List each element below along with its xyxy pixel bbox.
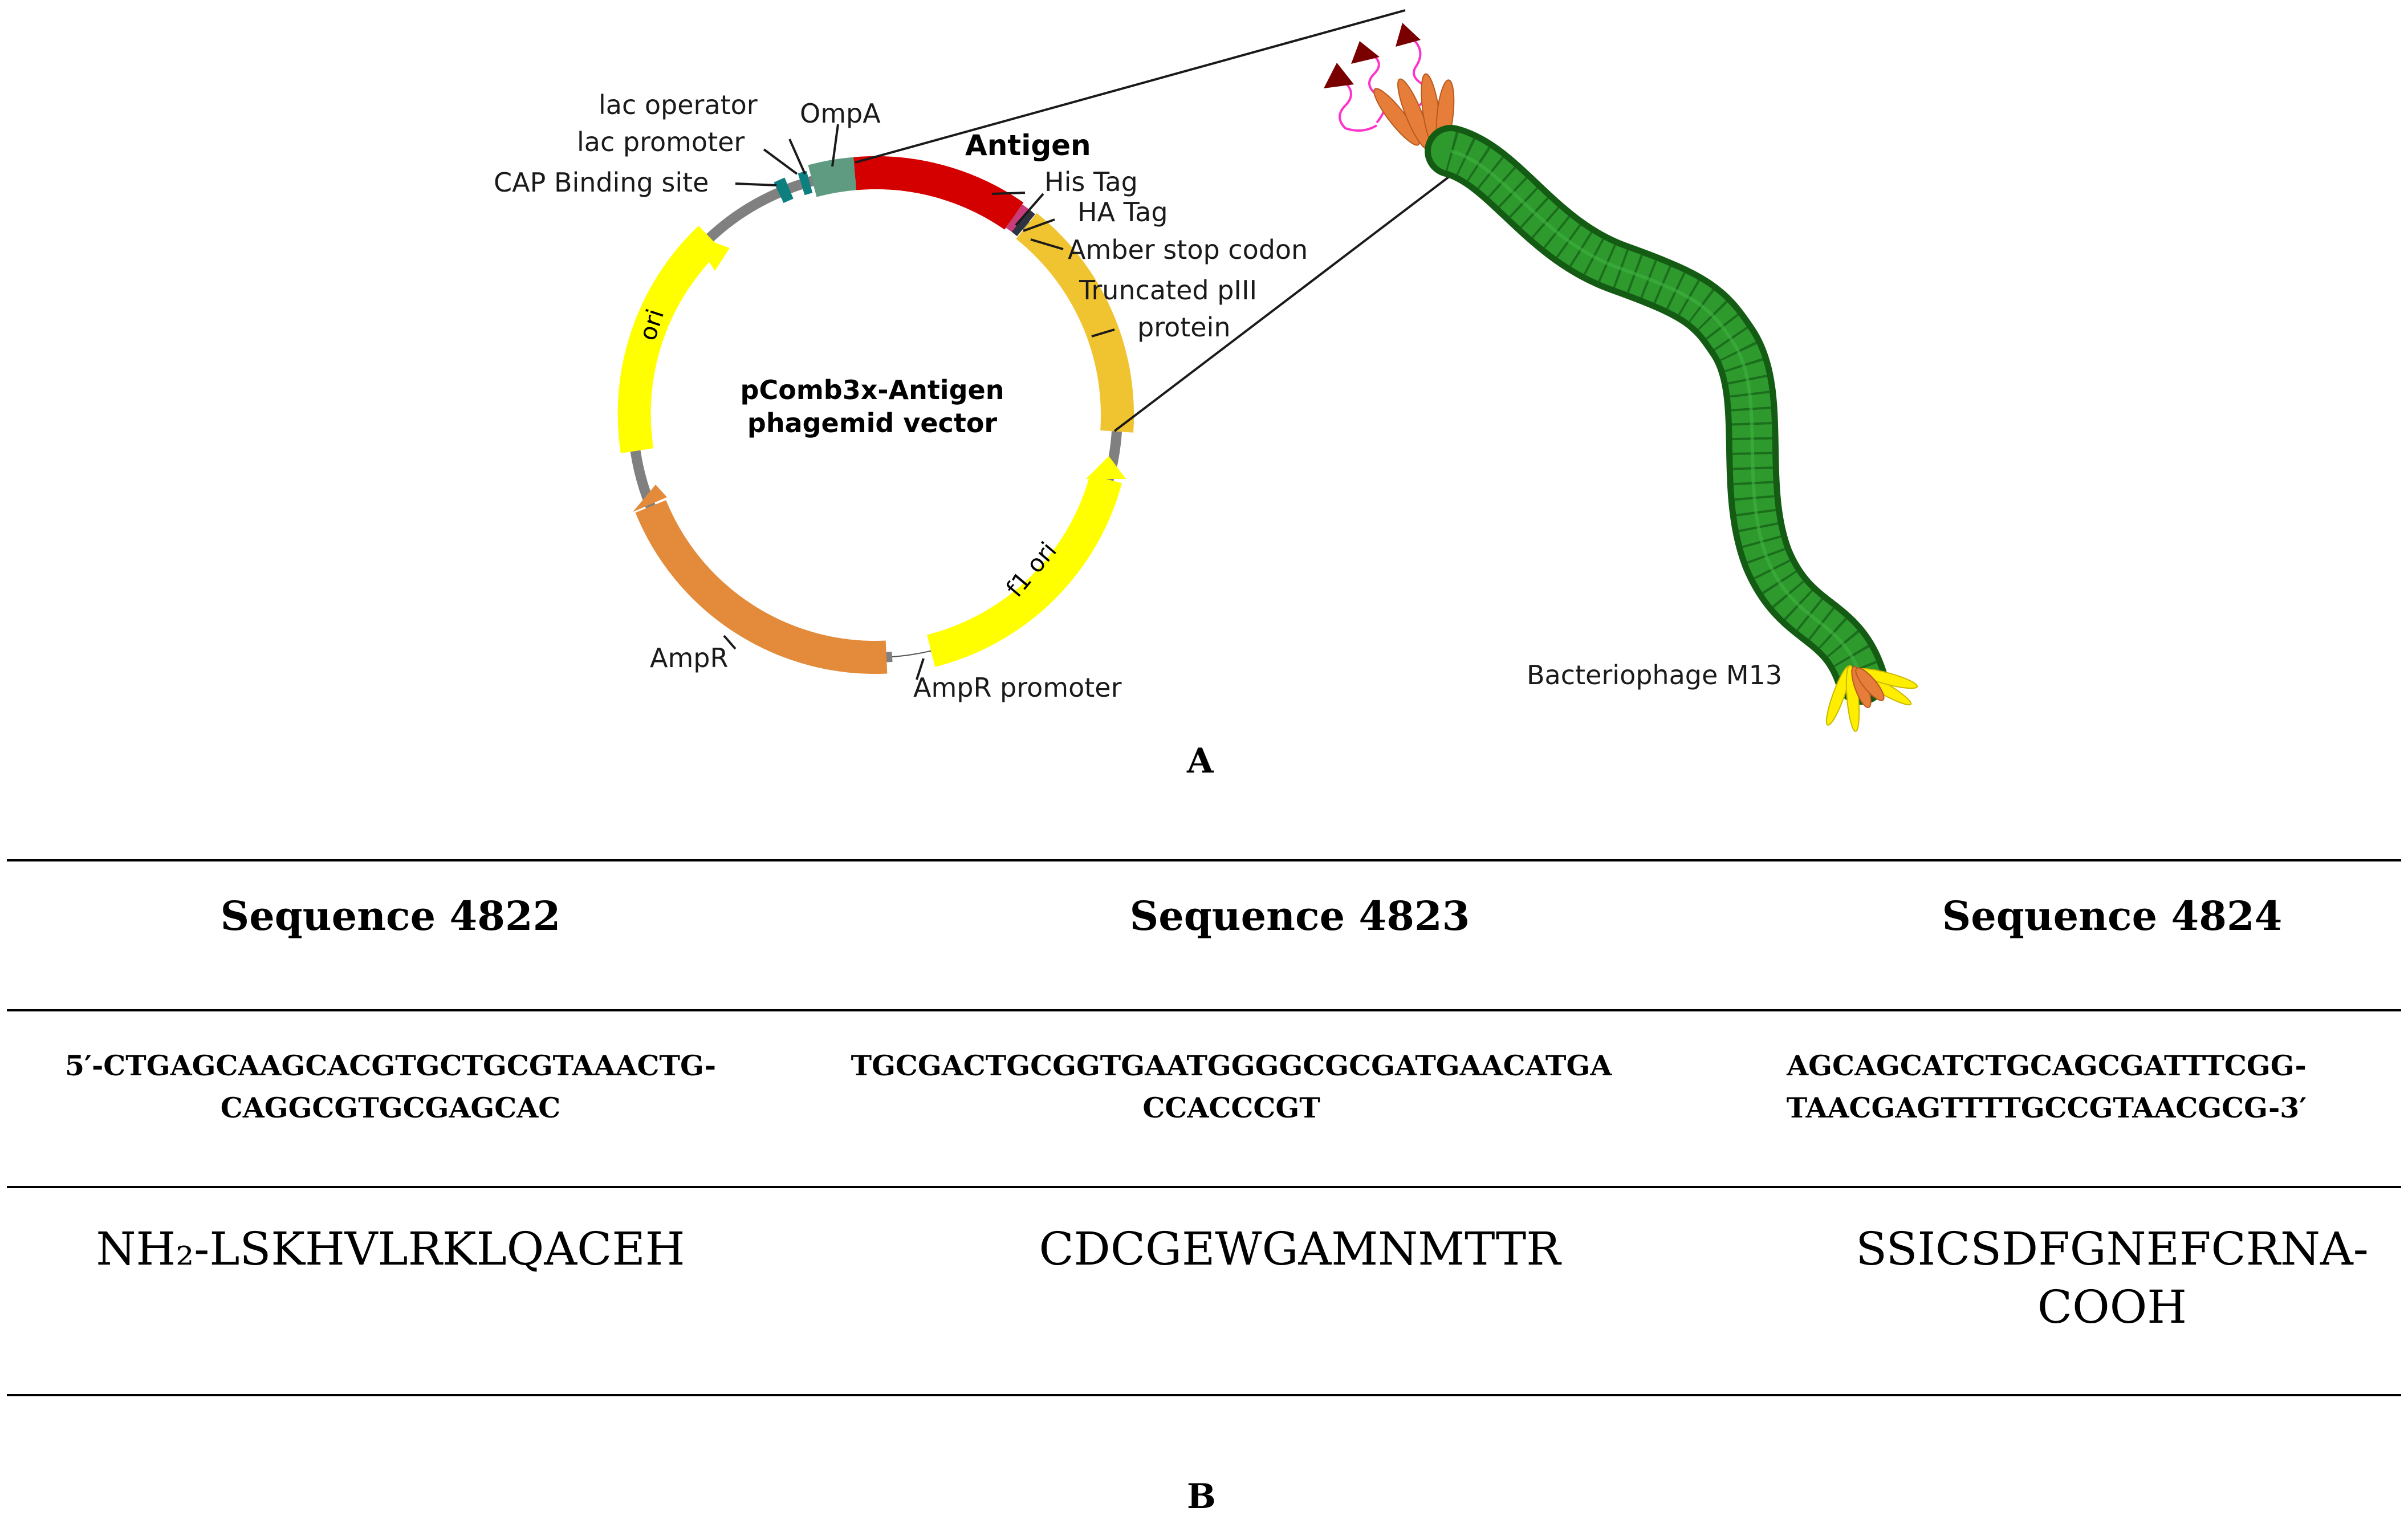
ampr-segment — [635, 500, 888, 674]
antigen-segment — [853, 156, 1024, 230]
ha-tag-label: HA Tag — [1077, 197, 1168, 227]
truncated-piii-label-line1: Truncated pIII — [1079, 275, 1257, 306]
phagemid-diagram: ori f1 ori pComb3x-Antigen phagemid vect… — [494, 9, 1918, 732]
dna-sequence-4823: TGCGACTGCGGTGAATGGGGCGCGATGAACATGA CCACC… — [851, 1049, 1612, 1124]
antigen-label: Antigen — [965, 129, 1091, 162]
sequence-header-4822: Sequence 4822 — [220, 892, 561, 940]
vector-title-line2: phagemid vector — [747, 408, 998, 438]
ha-tag-mark — [1011, 209, 1035, 237]
phage-m13 — [1324, 23, 1918, 732]
amber-stop-codon-label: Amber stop codon — [1068, 234, 1308, 265]
dna-sequence-4824: AGCAGCATCTGCAGCGATTTCGG- TAACGAGTTTTGCCG… — [1786, 1049, 2307, 1124]
ampr-arrowhead — [633, 485, 667, 512]
ori-arrowhead — [691, 234, 730, 271]
tip-arrow-1 — [1324, 63, 1354, 88]
table-rule-top — [7, 859, 2401, 861]
f1-ori-arrowhead — [1086, 456, 1126, 479]
his-tag-label: His Tag — [1044, 166, 1138, 197]
ampr-promoter-label: AmpR promoter — [913, 672, 1122, 703]
ori-segment — [617, 225, 722, 454]
tip-arrow-3 — [1396, 23, 1421, 47]
table-rule-bottom — [7, 1394, 2401, 1396]
projection-line-bottom — [1113, 170, 1458, 432]
dna-sequence-4822: 5′-CTGAGCAAGCACGTGCTGCGTAAACTG- CAGGCGTG… — [64, 1049, 717, 1124]
peptide-4823: CDCGEWGAMNMTTR — [1039, 1222, 1561, 1275]
ampr-label: AmpR — [650, 643, 728, 673]
lac-operator-block — [798, 170, 813, 196]
projection-line-top — [855, 9, 1406, 164]
peptide-4822: NH₂-LSKHVLRKLQACEH — [96, 1222, 685, 1275]
linker-1 — [1339, 82, 1378, 132]
f1-ori-segment — [926, 474, 1122, 667]
sequence-header-4823: Sequence 4823 — [1129, 892, 1470, 940]
lac-operator-label: lac operator — [599, 90, 758, 120]
peptide-4824: SSICSDFGNEFCRNA- COOH — [1856, 1222, 2369, 1334]
cap-binding-site-label: CAP Binding site — [494, 167, 709, 198]
panel-a-label: A — [1187, 741, 1214, 781]
ompa-label: OmpA — [800, 98, 881, 129]
phage-label: Bacteriophage M13 — [1527, 660, 1782, 690]
ompa-segment — [808, 157, 857, 197]
sequence-header-4824: Sequence 4824 — [1942, 892, 2283, 940]
table-rule-middle — [7, 1186, 2401, 1188]
tip-arrow-2 — [1351, 41, 1380, 64]
cap-binding-block — [774, 177, 794, 204]
panel-b-label: B — [1187, 1477, 1216, 1517]
truncated-piii-label-line2: protein — [1137, 312, 1231, 343]
vector-title-line1: pComb3x-Antigen — [741, 375, 1004, 405]
piii-segment — [1016, 213, 1134, 433]
lac-promoter-label: lac promoter — [577, 127, 745, 157]
table-rule-header — [7, 1009, 2401, 1011]
